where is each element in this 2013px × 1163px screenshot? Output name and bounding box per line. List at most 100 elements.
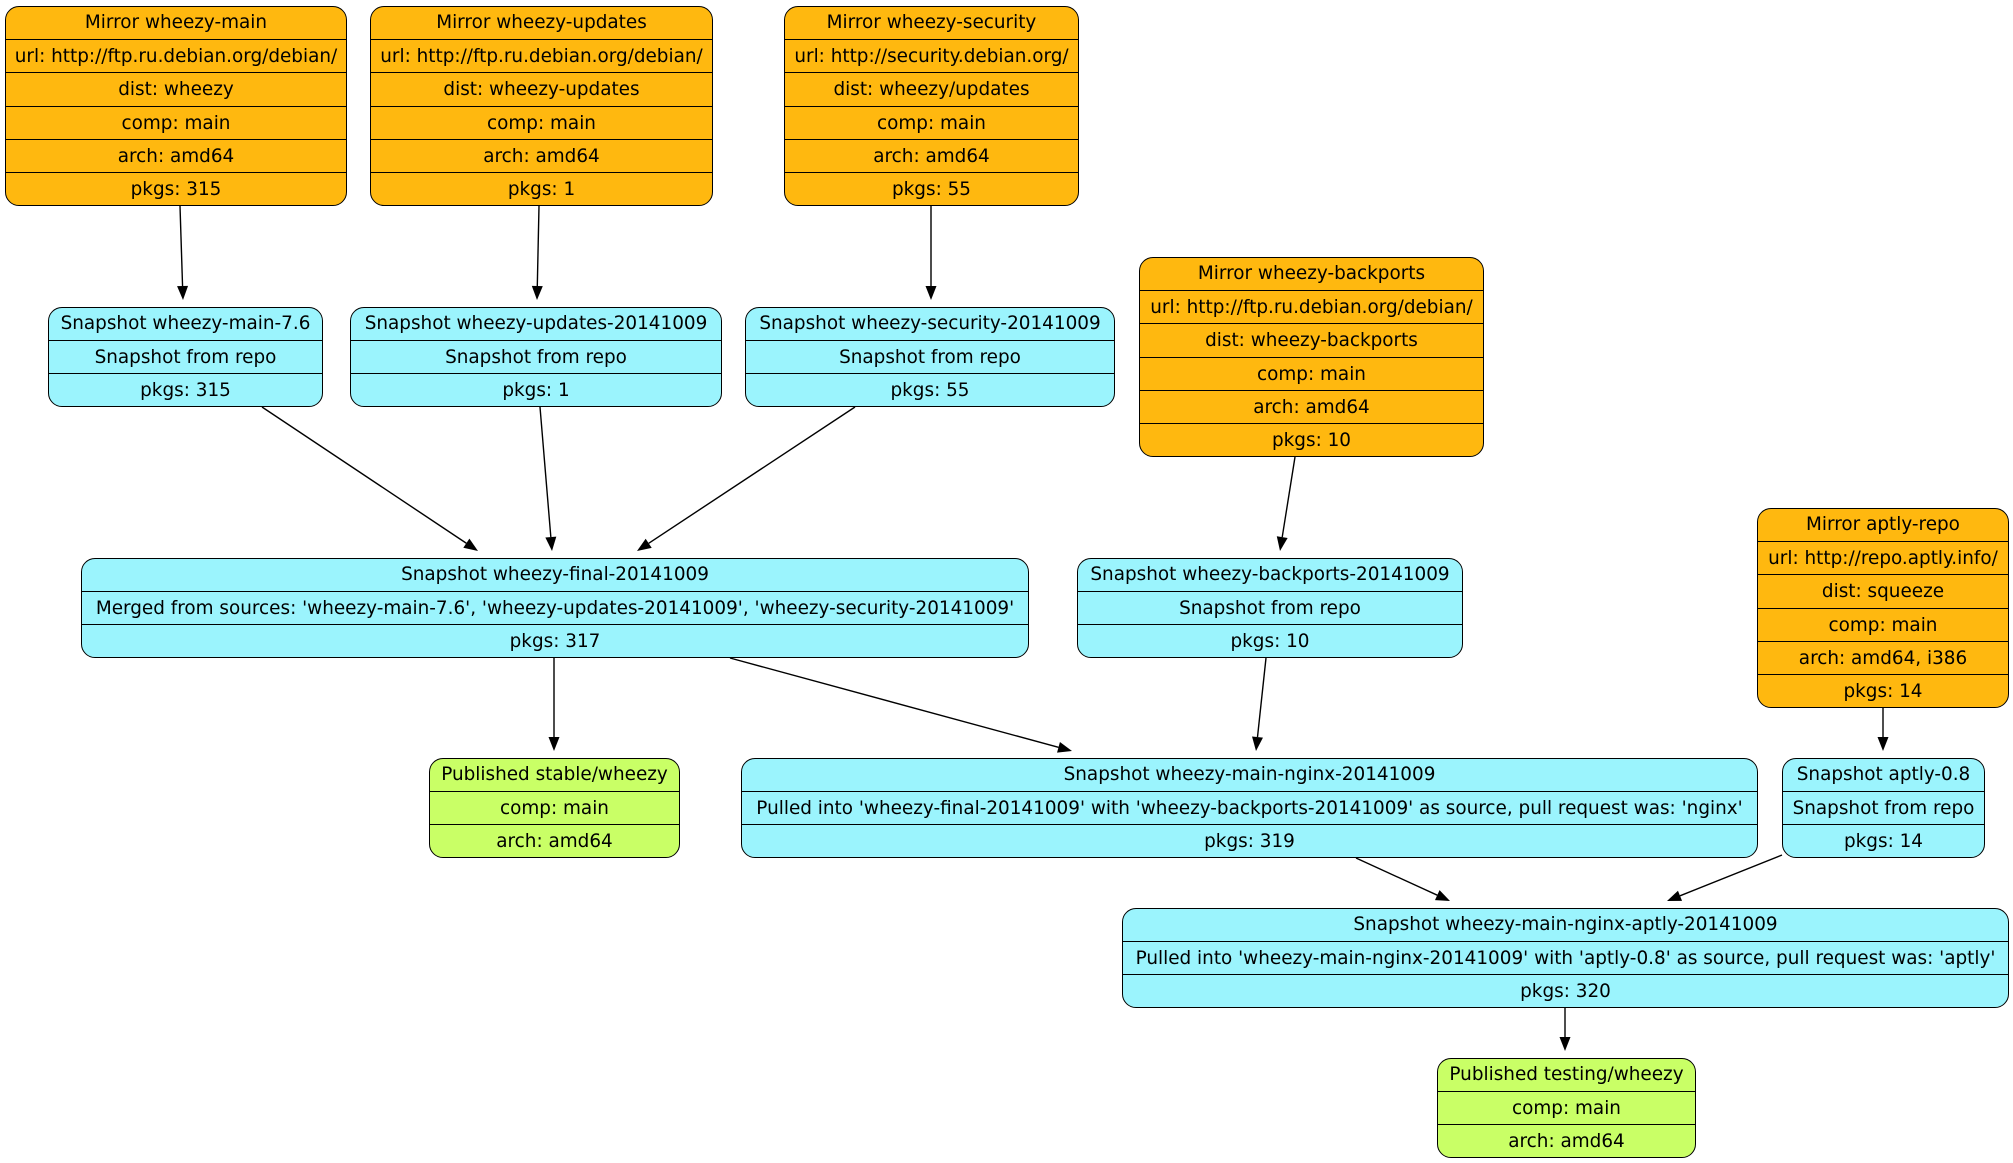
edge-snap-nginx-aptly-to-pub-testing bbox=[1559, 1008, 1571, 1051]
arrowhead bbox=[463, 538, 478, 551]
node-title: Mirror wheezy-main bbox=[84, 12, 268, 33]
node-field: dist: wheezy-backports bbox=[1140, 323, 1483, 356]
node-field: pkgs: 14 bbox=[1783, 824, 1984, 857]
node-field: comp: main bbox=[430, 790, 679, 824]
node-field: Snapshot from repo bbox=[1078, 590, 1462, 624]
node-field: arch: amd64 bbox=[371, 138, 712, 172]
node-title: Snapshot wheezy-updates-20141009 bbox=[364, 313, 708, 334]
node-field: pkgs: 315 bbox=[49, 373, 322, 406]
node-field: pkgs: 55 bbox=[746, 373, 1114, 406]
node-field: arch: amd64 bbox=[430, 824, 679, 857]
edge-mirror-aptly-to-snap-aptly bbox=[1877, 708, 1889, 751]
node-title: Snapshot wheezy-main-nginx-aptly-2014100… bbox=[1353, 914, 1778, 935]
node-title: Snapshot wheezy-security-20141009 bbox=[759, 313, 1101, 334]
edge-line bbox=[648, 406, 856, 544]
arrowhead bbox=[545, 536, 557, 551]
node-field: comp: main bbox=[371, 105, 712, 139]
node-title: Published testing/wheezy bbox=[1449, 1064, 1684, 1085]
edge-snap-security-to-snap-final bbox=[637, 406, 856, 551]
node-field: Snapshot from repo bbox=[746, 339, 1114, 373]
edge-snap-main-to-snap-final bbox=[261, 406, 478, 551]
node-title: Mirror wheezy-security bbox=[826, 12, 1037, 33]
edge-line bbox=[1281, 456, 1296, 538]
node-title: Snapshot aptly-0.8 bbox=[1796, 764, 1971, 785]
arrowhead bbox=[1252, 736, 1263, 751]
node-field: Snapshot from repo bbox=[49, 339, 322, 373]
arrowhead bbox=[177, 285, 189, 300]
arrowhead bbox=[1434, 890, 1450, 901]
edge-mirror-security-to-snap-security bbox=[925, 206, 937, 300]
edge-line bbox=[1355, 857, 1438, 896]
node-field: url: http://repo.aptly.info/ bbox=[1758, 540, 2008, 574]
node-field: arch: amd64, i386 bbox=[1758, 640, 2008, 674]
arrowhead bbox=[548, 737, 560, 751]
node-mirror-aptly: Mirror aptly-repo url: http://repo.aptly.… bbox=[1757, 508, 2009, 709]
node-title: Snapshot wheezy-main-7.6 bbox=[60, 313, 311, 334]
edge-line bbox=[536, 205, 540, 287]
node-title: Mirror aptly-repo bbox=[1806, 514, 1960, 535]
node-field: Pulled into 'wheezy-main-nginx-20141009'… bbox=[1123, 940, 2008, 974]
arrowhead bbox=[1559, 1037, 1571, 1051]
edge-snap-aptly-to-snap-nginx-aptly bbox=[1667, 854, 1783, 901]
node-field: url: http://ftp.ru.debian.org/debian/ bbox=[1140, 289, 1483, 323]
edge-line bbox=[1256, 657, 1267, 738]
edge-snap-backports-to-snap-nginx bbox=[1252, 657, 1267, 751]
node-title: Snapshot wheezy-main-nginx-20141009 bbox=[1063, 764, 1436, 785]
node-field: dist: wheezy-updates bbox=[371, 72, 712, 105]
edge-snap-final-to-pub-stable bbox=[548, 658, 560, 751]
node-snap-nginx-aptly: Snapshot wheezy-main-nginx-aptly-2014100… bbox=[1122, 908, 2009, 1009]
node-field: arch: amd64 bbox=[6, 138, 346, 172]
edge-line bbox=[1679, 854, 1783, 897]
arrowhead bbox=[1276, 536, 1288, 551]
edge-mirror-main-to-snap-main bbox=[177, 205, 189, 300]
node-field: pkgs: 315 bbox=[6, 172, 346, 205]
node-title: Snapshot wheezy-final-20141009 bbox=[401, 564, 709, 585]
arrowhead bbox=[925, 286, 937, 300]
node-field: pkgs: 1 bbox=[351, 373, 721, 406]
node-field: comp: main bbox=[1438, 1090, 1695, 1124]
arrowhead bbox=[1057, 742, 1072, 753]
node-field: comp: main bbox=[785, 105, 1078, 139]
node-field: pkgs: 55 bbox=[785, 172, 1078, 205]
node-field: url: http://ftp.ru.debian.org/debian/ bbox=[371, 38, 712, 72]
node-title: Mirror wheezy-backports bbox=[1197, 263, 1426, 284]
arrowhead bbox=[637, 538, 652, 551]
node-field: comp: main bbox=[6, 105, 346, 139]
node-field: comp: main bbox=[1758, 607, 2008, 641]
edge-snap-updates-to-snap-final bbox=[539, 406, 557, 551]
edge-line bbox=[729, 657, 1059, 749]
node-field: pkgs: 10 bbox=[1140, 423, 1483, 456]
node-field: pkgs: 320 bbox=[1123, 974, 2008, 1007]
node-field: pkgs: 319 bbox=[742, 824, 1757, 857]
node-field: dist: wheezy bbox=[6, 72, 346, 105]
arrowhead bbox=[1877, 737, 1889, 751]
node-field: arch: amd64 bbox=[1438, 1124, 1695, 1157]
node-field: dist: wheezy/updates bbox=[785, 72, 1078, 105]
node-field: pkgs: 317 bbox=[82, 624, 1028, 657]
edge-line bbox=[261, 406, 467, 544]
node-field: Merged from sources: 'wheezy-main-7.6', … bbox=[82, 590, 1028, 624]
arrowhead bbox=[531, 285, 543, 300]
edge-mirror-backports-to-snap-backports bbox=[1276, 456, 1296, 551]
node-mirror-security: Mirror wheezy-security url: http://securi… bbox=[784, 6, 1079, 207]
node-field: dist: squeeze bbox=[1758, 574, 2008, 607]
node-field: pkgs: 1 bbox=[371, 172, 712, 205]
node-field: url: http://security.debian.org/ bbox=[785, 38, 1078, 72]
node-field: comp: main bbox=[1140, 356, 1483, 390]
edge-line bbox=[179, 205, 184, 287]
node-field: arch: amd64 bbox=[1140, 389, 1483, 423]
node-field: Pulled into 'wheezy-final-20141009' with… bbox=[742, 790, 1757, 824]
node-title: Published stable/wheezy bbox=[441, 764, 668, 785]
